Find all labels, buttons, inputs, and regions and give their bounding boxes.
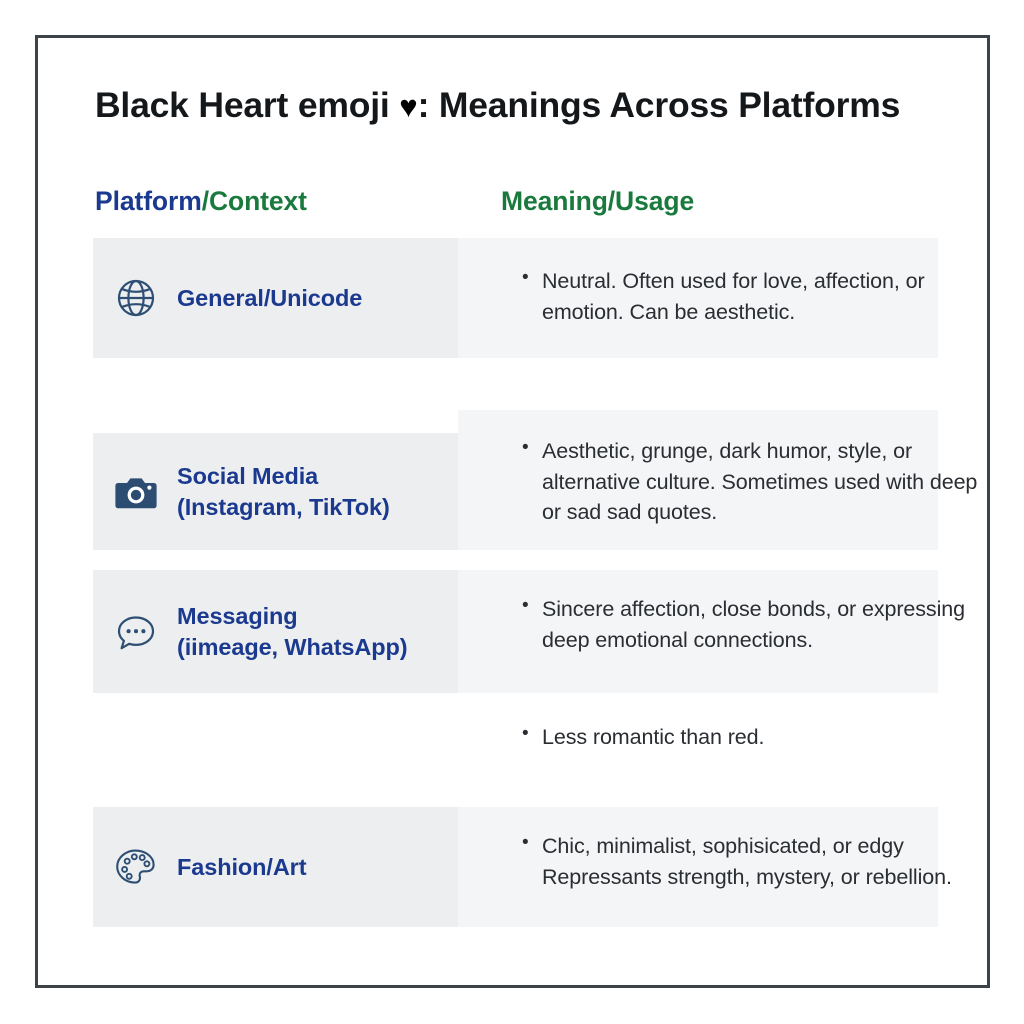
row-platform-cell: Messaging (iimeage, WhatsApp) (93, 570, 458, 693)
platform-label-main: General/Unicode (177, 284, 363, 311)
row-meaning-cell: Chic, minimalist, sophisicated, or edgy … (458, 807, 952, 927)
row-platform-cell-empty (93, 698, 458, 768)
poster-frame: Black Heart emoji ♥: Meanings Across Pla… (35, 35, 990, 988)
list-item: Aesthetic, grunge, dark humor, style, or… (520, 435, 987, 528)
chat-bubble-icon (107, 603, 165, 661)
column-header-platform-secondary: /Context (201, 186, 307, 216)
row-meaning-cell: Aesthetic, grunge, dark humor, style, or… (458, 410, 977, 550)
list-item: Neutral. Often used for love, affection,… (520, 265, 987, 327)
platform-label-sub: (Instagram, TikTok) (177, 493, 390, 520)
list-item: Sincere affection, close bonds, or expre… (520, 593, 987, 655)
row-meaning-cell: Less romantic than red. (458, 698, 938, 768)
meaning-list: Neutral. Often used for love, affection,… (520, 265, 987, 327)
meaning-list: Sincere affection, close bonds, or expre… (520, 593, 987, 655)
platform-label-main: Messaging (177, 602, 298, 629)
platform-label-main: Social Media (177, 462, 319, 489)
column-header-platform-primary: Platform (95, 186, 202, 216)
title-text-after: : Meanings Across Platforms (417, 85, 901, 125)
list-item: Chic, minimalist, sophisicated, or edgy … (520, 830, 987, 892)
meaning-list: Aesthetic, grunge, dark humor, style, or… (520, 435, 987, 528)
row-platform-cell: Social Media (Instagram, TikTok) (93, 433, 458, 550)
meaning-list: Chic, minimalist, sophisicated, or edgy … (520, 830, 987, 892)
platform-label-sub: (iimeage, WhatsApp) (177, 633, 408, 660)
platform-label: General/Unicode (177, 283, 362, 314)
page-title: Black Heart emoji ♥: Meanings Across Pla… (95, 85, 955, 126)
meaning-list: Less romantic than red. (520, 721, 987, 753)
column-header-meaning: Meaning/Usage (501, 186, 695, 216)
camera-icon (107, 463, 165, 521)
palette-icon (107, 838, 165, 896)
platform-label-main: Fashion/Art (177, 853, 307, 880)
row-platform-cell: Fashion/Art (93, 807, 458, 927)
platform-label: Social Media (Instagram, TikTok) (177, 461, 390, 522)
row-platform-cell: General/Unicode (93, 238, 458, 358)
title-text-before: Black Heart emoji (95, 85, 400, 125)
platform-label: Messaging (iimeage, WhatsApp) (177, 601, 408, 662)
row-meaning-cell: Sincere affection, close bonds, or expre… (458, 570, 965, 693)
globe-icon (107, 269, 165, 327)
list-item: Less romantic than red. (520, 721, 987, 753)
column-header-platform: Platform/Context (95, 186, 307, 217)
poster-inner: Black Heart emoji ♥: Meanings Across Pla… (38, 38, 987, 985)
platform-label: Fashion/Art (177, 852, 307, 883)
row-meaning-cell: Neutral. Often used for love, affection,… (458, 238, 938, 358)
black-heart-icon: ♥ (399, 89, 418, 124)
